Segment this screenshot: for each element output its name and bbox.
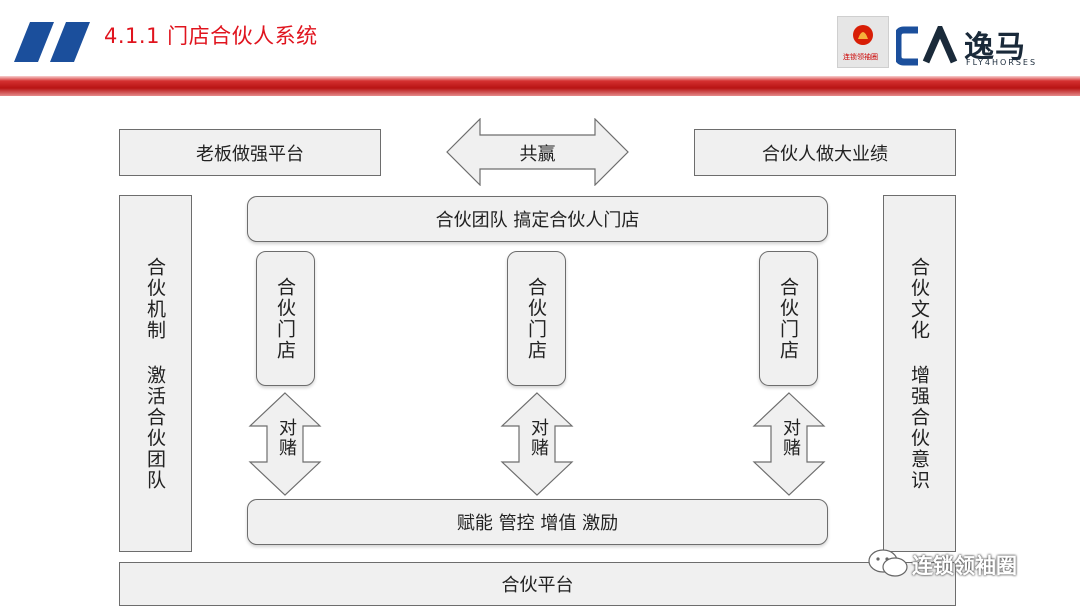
header-stripes-logo [14,22,90,62]
page-title: 4.1.1 门店合伙人系统 [104,24,318,48]
partner-mechanism-label: 合伙机制 激活合伙团队 [144,256,166,491]
bet-label-2: 对赌 [528,418,549,458]
bet-label-3: 对赌 [780,418,801,458]
bet-arrow-3 [752,392,826,496]
team-bar-label: 合伙团队 搞定合伙人门店 [435,210,640,231]
boss-platform-label: 老板做强平台 [196,143,304,165]
wechat-icon [868,549,908,577]
partner-logo [837,16,889,68]
store-label-3: 合伙门店 [777,276,799,361]
brand-ca-icon [896,26,958,66]
bet-label-1: 对赌 [276,418,297,458]
enable-bar-label: 赋能 管控 增值 激励 [456,513,619,534]
store-label-2: 合伙门店 [525,276,547,361]
bet-arrow-2 [500,392,574,496]
watermark-text: 连锁领袖圈 [912,554,1017,578]
brand-english: FLY4HORSES [966,58,1038,67]
win-win-label: 共赢 [519,144,556,165]
partner-platform-label: 合伙平台 [501,575,574,596]
bet-arrow-1 [248,392,322,496]
partner-platform-bar: 合伙平台 [119,562,956,606]
enable-bar: 赋能 管控 增值 激励 [247,499,828,545]
store-box-1: 合伙门店 [256,251,315,386]
partner-culture-box: 合伙文化 增强合伙意识 [883,195,956,552]
win-win-arrow [446,118,629,186]
flame-icon [853,25,873,45]
partner-logo-text: 连锁领袖圈 [843,53,878,61]
boss-platform-box: 老板做强平台 [119,129,381,176]
partner-performance-box: 合伙人做大业绩 [694,129,956,176]
team-bar: 合伙团队 搞定合伙人门店 [247,196,828,242]
partner-performance-label: 合伙人做大业绩 [762,143,888,165]
partner-mechanism-box: 合伙机制 激活合伙团队 [119,195,192,552]
store-box-2: 合伙门店 [507,251,566,386]
brand-name: 逸马 [964,30,1026,65]
partner-culture-label: 合伙文化 增强合伙意识 [908,256,930,491]
store-box-3: 合伙门店 [759,251,818,386]
header-red-band [0,76,1080,96]
store-label-1: 合伙门店 [274,276,296,361]
